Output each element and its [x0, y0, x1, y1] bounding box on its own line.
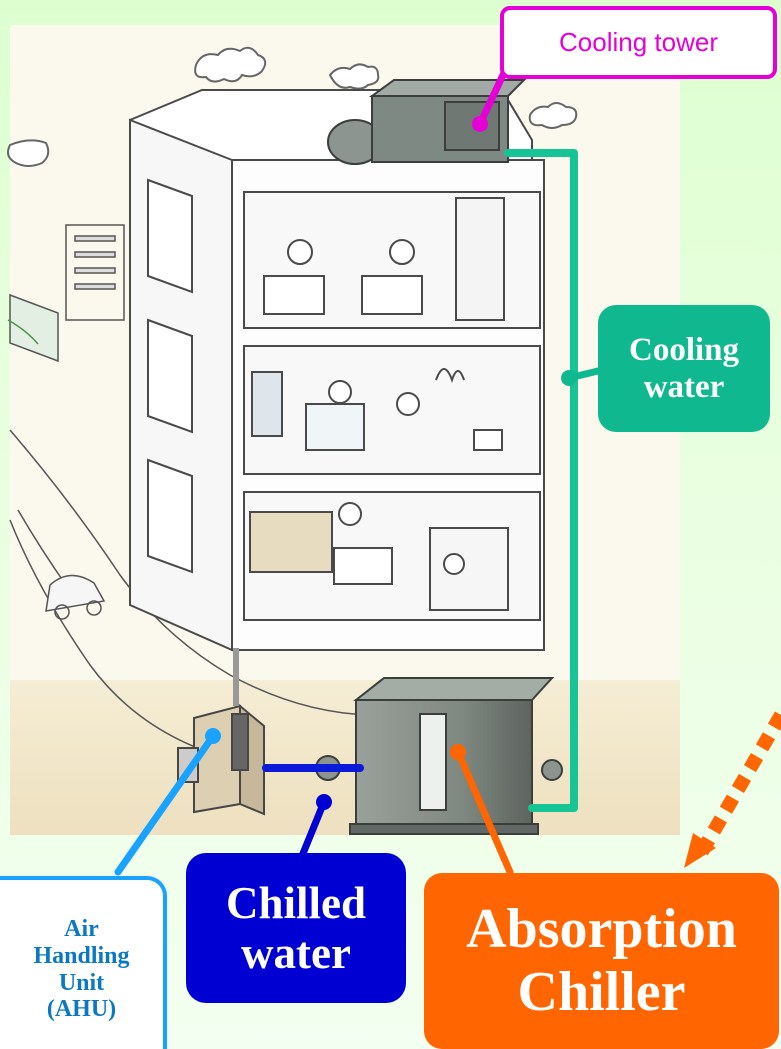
ahu-line-3: Unit — [33, 970, 129, 997]
absorption-chiller-line-1: Absorption — [466, 898, 737, 961]
chiller-arrow — [700, 715, 781, 855]
cooling-water-label: Cooling water — [598, 305, 770, 432]
cooling-tower-label: Cooling tower — [500, 6, 777, 79]
ahu-line-4: (AHU) — [33, 996, 129, 1023]
building — [130, 90, 544, 650]
absorption-chiller-line-2: Chiller — [466, 961, 737, 1024]
absorption-chiller-label: Absorption Chiller — [424, 873, 779, 1049]
cooling-tower-label-text: Cooling tower — [559, 28, 718, 57]
ahu-line-1: Air — [33, 916, 129, 943]
chilled-water-label: Chilled water — [186, 853, 406, 1003]
chilled-water-line-2: water — [226, 928, 366, 978]
air-handling-unit-label: Air Handling Unit (AHU) — [0, 876, 167, 1049]
ahu-line-2: Handling — [33, 943, 129, 970]
cooling-water-line-2: water — [629, 369, 739, 406]
chiller-arrowhead — [684, 833, 716, 868]
cooling-water-line-1: Cooling — [629, 332, 739, 369]
chilled-water-line-1: Chilled — [226, 878, 366, 928]
